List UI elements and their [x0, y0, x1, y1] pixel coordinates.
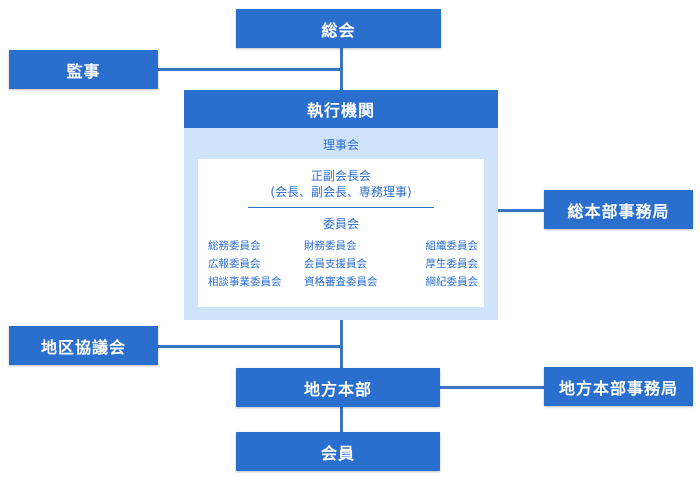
node-chihou-honbu: 地方本部	[236, 368, 440, 407]
node-chiku-kyougikai: 地区協議会	[9, 326, 158, 365]
committee-item: 組織委員会	[425, 240, 479, 252]
node-shikkou-kikan: 執行機関	[184, 90, 498, 128]
connector-chiku	[158, 345, 342, 348]
exec-panel: 執行機関 理事会 正副会長会 (会長、副会長、専務理事) 委員会 総務委員会 財…	[184, 90, 498, 320]
committee-item: 財務委員会	[304, 240, 357, 252]
label-seifuku-detail: (会長、副会長、専務理事)	[270, 185, 412, 199]
committee-item: 総務委員会	[208, 240, 261, 252]
connector-kansa	[158, 68, 342, 71]
connector-exec-chihou	[340, 320, 343, 368]
connector-chihou-jimukyoku	[440, 386, 544, 389]
node-chihou-jimukyoku: 地方本部事務局	[544, 367, 693, 406]
node-kansa: 監事	[9, 50, 158, 89]
connector-chihou-kaiin	[340, 407, 343, 432]
committee-item: 綱紀委員会	[425, 276, 479, 288]
committee-item: 広報委員会	[208, 258, 261, 270]
label-iinkai: 委員会	[322, 217, 359, 231]
committee-item: 厚生委員会	[425, 258, 479, 270]
committee-item: 会員支援員会	[304, 258, 367, 270]
committee-item: 相談事業委員会	[208, 276, 282, 288]
connector-honbu-jimukyoku	[498, 209, 544, 212]
node-soukai: 総会	[236, 9, 441, 48]
node-honbu-jimukyoku: 総本部事務局	[544, 190, 693, 229]
node-kaiin: 会員	[236, 432, 440, 471]
committee-item: 資格審査委員会	[304, 276, 378, 288]
divider	[248, 207, 434, 208]
committee-grid: 総務委員会 財務委員会 組織委員会 広報委員会 会員支援員会 厚生委員会 相談事…	[208, 239, 478, 290]
label-rijikai: 理事会	[322, 138, 359, 152]
rijikai-inner-panel: 正副会長会 (会長、副会長、専務理事) 委員会 総務委員会 財務委員会 組織委員…	[198, 159, 484, 307]
label-seifuku: 正副会長会	[310, 169, 371, 183]
